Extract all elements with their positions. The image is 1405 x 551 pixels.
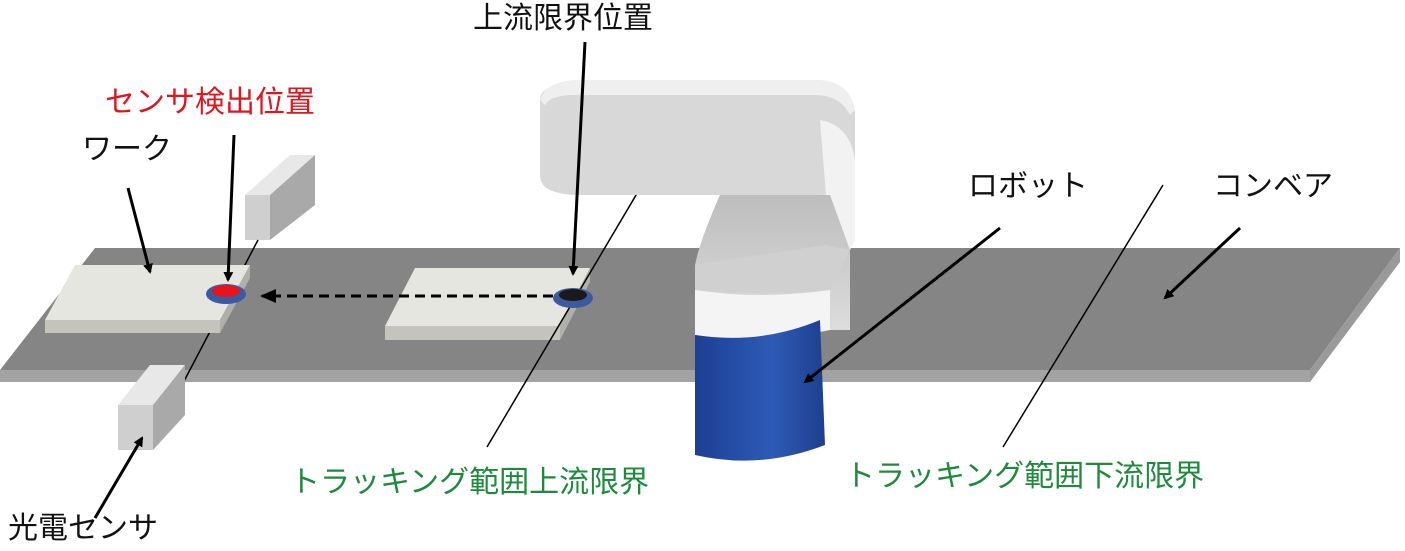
label-tracking-downstream-limit: トラッキング範囲下流限界 xyxy=(845,459,1205,494)
label-conveyor: コンベア xyxy=(1213,169,1333,204)
photo-sensor-lower xyxy=(118,365,185,450)
sensor-detection-arrow xyxy=(223,134,236,282)
label-sensor-detection-position: センサ検出位置 xyxy=(105,85,315,120)
conveyor-arrow xyxy=(1163,226,1242,300)
robot xyxy=(540,80,855,461)
upstream-limit-position-arrow xyxy=(568,41,587,276)
sensor-detection-marker xyxy=(206,284,246,304)
label-photo-sensor: 光電センサ xyxy=(8,511,158,546)
downstream-limit-line xyxy=(1002,184,1164,448)
work-arrow xyxy=(126,187,153,274)
upstream-limit-marker xyxy=(553,288,593,308)
label-robot: ロボット xyxy=(968,169,1088,204)
label-tracking-upstream-limit: トラッキング範囲上流限界 xyxy=(290,465,650,500)
label-work: ワーク xyxy=(82,132,172,167)
label-upstream-limit-position: 上流限界位置 xyxy=(473,1,653,36)
robot-arrow xyxy=(803,226,1001,384)
upstream-limit-line xyxy=(486,184,643,448)
photo-sensor-arrow xyxy=(93,436,144,519)
photo-sensor-upper xyxy=(245,155,315,240)
